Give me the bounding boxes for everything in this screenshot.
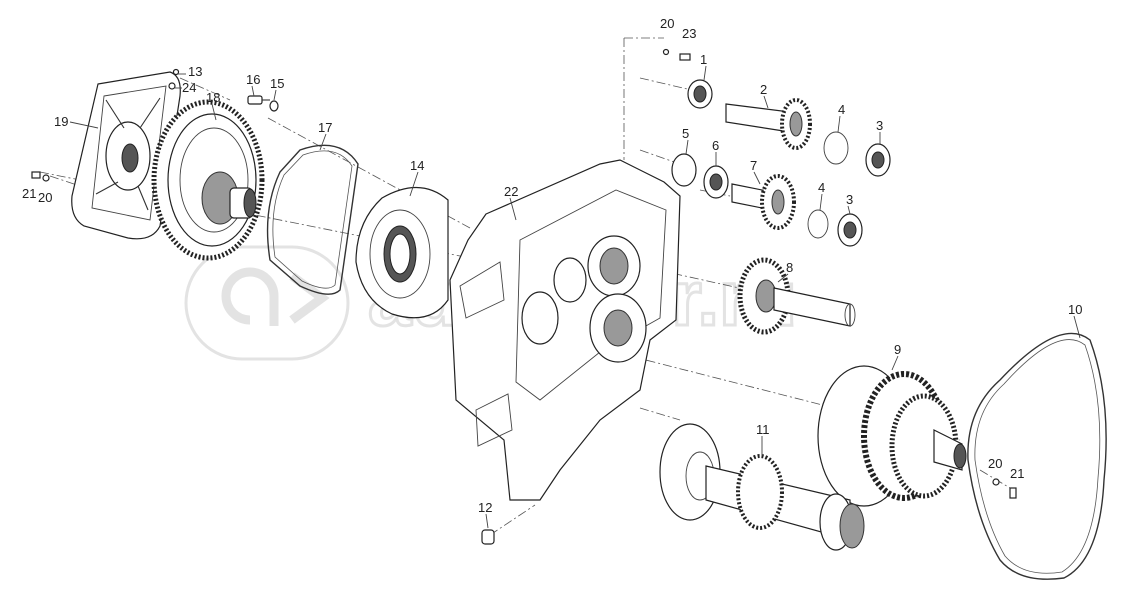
callout-7: 7 <box>750 158 757 173</box>
callout-22: 22 <box>504 184 518 199</box>
callout-20-right: 20 <box>988 456 1002 471</box>
callout-3-bottom: 3 <box>846 192 853 207</box>
callout-10: 10 <box>1068 302 1082 317</box>
part-9-clutch-pack <box>817 365 967 507</box>
callout-5: 5 <box>682 126 689 141</box>
callout-21-left: 21 <box>22 186 36 201</box>
callout-23: 23 <box>682 26 696 41</box>
leader-lines <box>69 65 1081 529</box>
callout-24: 24 <box>182 80 196 95</box>
watermark-logo <box>184 245 350 361</box>
part-11-shaft <box>659 423 865 551</box>
callout-17: 17 <box>318 120 332 135</box>
small-fasteners-bottom <box>481 478 1017 545</box>
callout-21-right: 21 <box>1010 466 1024 481</box>
part-17-gasket <box>266 144 359 295</box>
callout-9: 9 <box>894 342 901 357</box>
callout-20-left: 20 <box>38 190 52 205</box>
callout-19: 19 <box>54 114 68 129</box>
callout-labels: 20 23 1 2 4 3 5 6 7 4 3 8 9 10 11 20 21 … <box>22 16 1082 515</box>
part-22-housing <box>449 159 681 501</box>
callout-15: 15 <box>270 76 284 91</box>
callout-20-top: 20 <box>660 16 674 31</box>
callout-8: 8 <box>786 260 793 275</box>
part-18-gear-assembly <box>151 99 265 261</box>
callout-1: 1 <box>700 52 707 67</box>
part-19-cover <box>71 71 181 240</box>
callout-4-bottom: 4 <box>818 180 825 195</box>
callout-18: 18 <box>206 90 220 105</box>
small-fasteners-left <box>31 68 279 182</box>
callout-16: 16 <box>246 72 260 87</box>
callout-3-top: 3 <box>876 118 883 133</box>
callout-12: 12 <box>478 500 492 515</box>
part-8-gear-shaft <box>737 257 856 335</box>
callout-4-top: 4 <box>838 102 845 117</box>
upper-shaft-group <box>662 48 891 247</box>
part-10-gasket <box>967 332 1107 580</box>
callout-6: 6 <box>712 138 719 153</box>
callout-11: 11 <box>756 422 770 437</box>
callout-13: 13 <box>188 64 202 79</box>
callout-2: 2 <box>760 82 767 97</box>
part-14-plate <box>355 186 449 319</box>
callout-14: 14 <box>410 158 424 173</box>
